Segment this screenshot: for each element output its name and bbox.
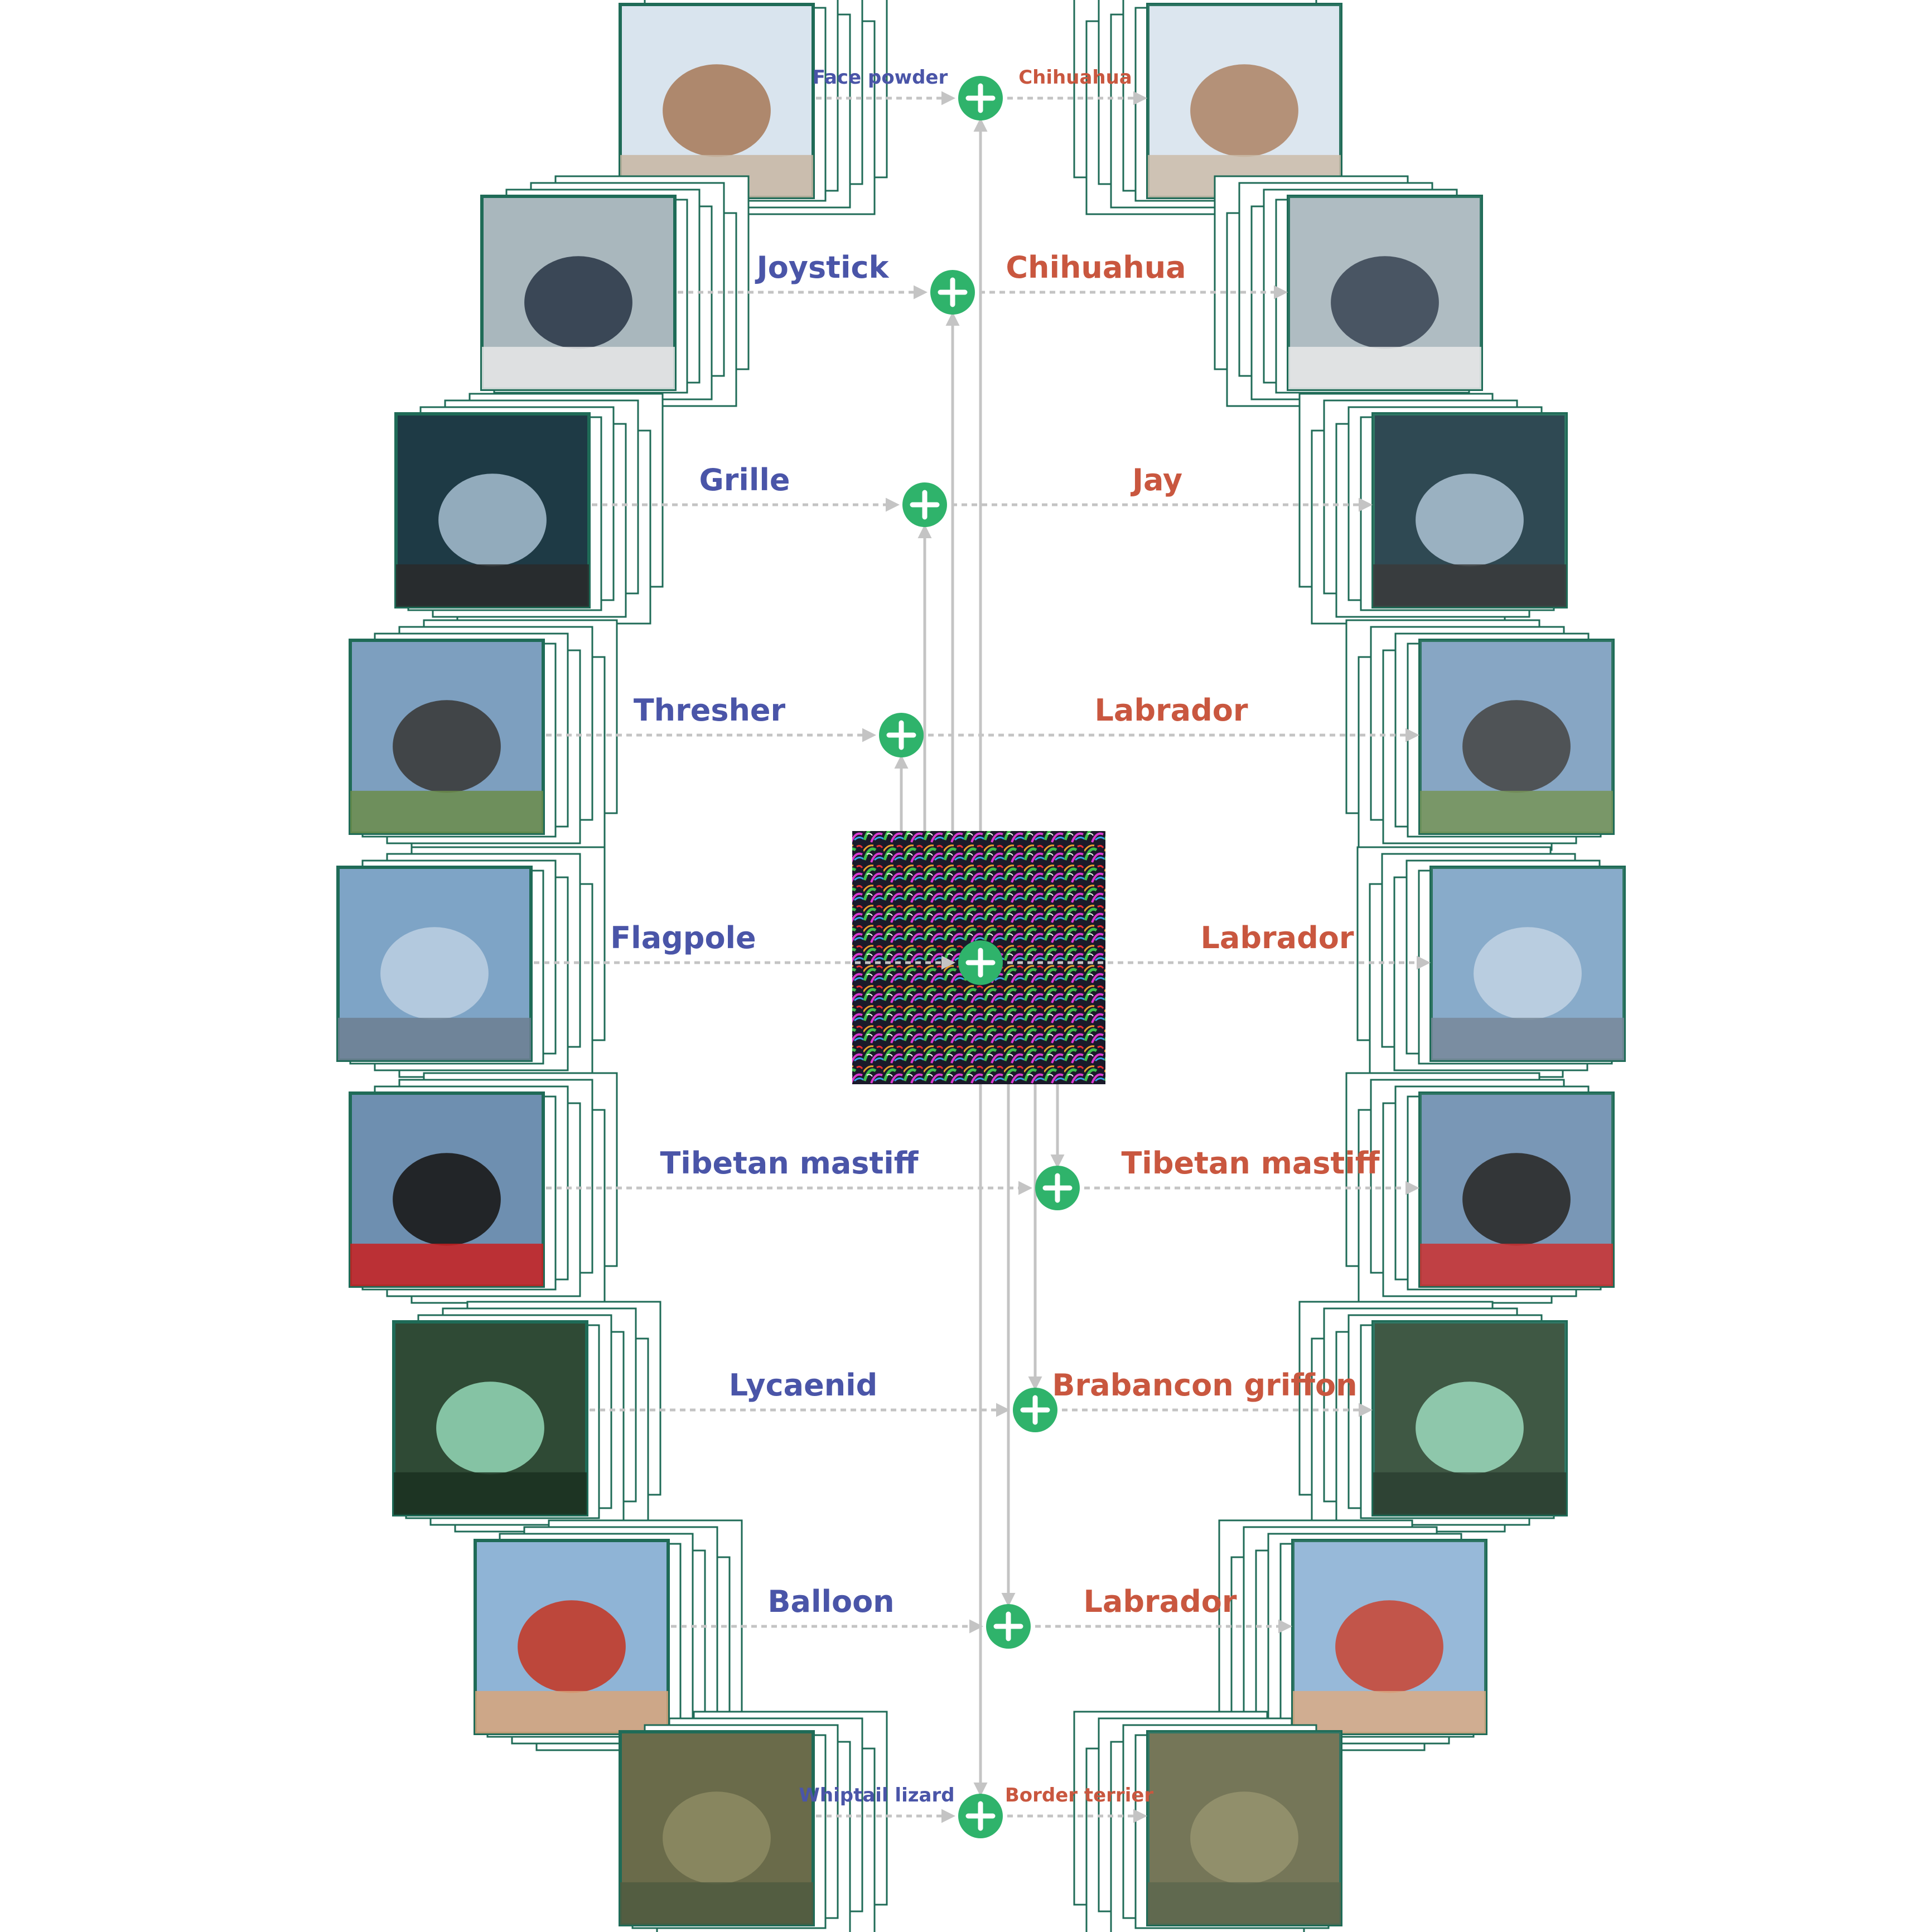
- plus-icon: [965, 948, 996, 978]
- flagpole-image-right-stack: [1356, 846, 1626, 1078]
- classification-row: Thresher Labrador: [546, 693, 1419, 757]
- joystick-image-adversarial: [1287, 195, 1483, 391]
- classification-row: Flagpole Labrador: [534, 920, 1431, 985]
- thresher-image: [349, 639, 545, 835]
- joystick-image: [480, 195, 677, 391]
- perturbed-class-label: Labrador: [1095, 693, 1248, 728]
- lycaenid-image-right-stack: [1298, 1301, 1568, 1533]
- tibetan-mastiff-image-adversarial: [1418, 1091, 1615, 1288]
- face-powder-image-adversarial: [1146, 3, 1342, 199]
- lycaenid-image-left-stack: [392, 1301, 661, 1533]
- face-powder-image-left-stack: [619, 0, 888, 215]
- plus-icon: [938, 277, 968, 307]
- grille-image-right-stack: [1298, 393, 1568, 625]
- original-class-label: Thresher: [634, 693, 786, 728]
- add-perturbation-node: [1035, 1166, 1080, 1210]
- classification-row: Face powder Chihuahua: [813, 66, 1147, 120]
- classification-row: Grille Jay: [592, 462, 1373, 527]
- tibetan-mastiff-image-left-stack: [349, 1072, 618, 1304]
- plus-icon: [886, 720, 916, 750]
- balloon-image-adversarial: [1291, 1539, 1487, 1735]
- perturbed-class-label: Border terrier: [1005, 1784, 1154, 1807]
- perturbed-class-label: Brabancon griffon: [1052, 1368, 1357, 1403]
- perturbed-class-label: Chihuahua: [1006, 250, 1186, 285]
- add-perturbation-node: [958, 1794, 1003, 1838]
- perturbed-class-label: Labrador: [1201, 920, 1354, 955]
- add-perturbation-node: [879, 713, 924, 757]
- classification-row: Joystick Chihuahua: [678, 250, 1288, 315]
- whiptail-lizard-image-right-stack: [1073, 1711, 1342, 1932]
- joystick-image-left-stack: [480, 175, 750, 407]
- original-class-label: Tibetan mastiff: [660, 1146, 919, 1181]
- thresher-image-right-stack: [1345, 619, 1615, 851]
- tibetan-mastiff-image-right-stack: [1345, 1072, 1615, 1304]
- perturbed-class-label: Chihuahua: [1018, 66, 1132, 89]
- lycaenid-image: [392, 1320, 588, 1516]
- whiptail-lizard-image: [619, 1730, 815, 1926]
- classification-row: Whiptail lizard Border terrier: [799, 1784, 1153, 1838]
- grille-image: [394, 412, 591, 608]
- face-powder-image: [619, 3, 815, 199]
- add-perturbation-node: [930, 270, 975, 315]
- balloon-image: [474, 1539, 670, 1735]
- perturbation-connectors: [894, 118, 1065, 1796]
- original-class-label: Lycaenid: [729, 1368, 878, 1403]
- plus-icon: [910, 490, 940, 520]
- image-stacks: [336, 0, 1626, 1932]
- add-perturbation-node: [986, 1604, 1031, 1649]
- original-class-label: Whiptail lizard: [799, 1784, 954, 1807]
- add-perturbation-node: [958, 76, 1003, 120]
- plus-icon: [965, 83, 996, 113]
- balloon-image-right-stack: [1218, 1519, 1487, 1751]
- grille-image-adversarial: [1371, 412, 1568, 608]
- classification-row: Balloon Labrador: [671, 1584, 1292, 1649]
- perturbed-class-label: Labrador: [1084, 1584, 1237, 1619]
- thresher-image-adversarial: [1418, 639, 1615, 835]
- original-class-label: Face powder: [813, 66, 948, 89]
- classification-row: Tibetan mastiff Tibetan mastiff: [546, 1146, 1419, 1210]
- add-perturbation-node: [902, 482, 947, 527]
- original-class-label: Joystick: [755, 250, 890, 285]
- plus-icon: [993, 1611, 1023, 1641]
- grille-image-left-stack: [394, 393, 664, 625]
- plus-icon: [1020, 1395, 1050, 1425]
- original-class-label: Grille: [699, 462, 790, 498]
- flagpole-image-adversarial: [1429, 866, 1626, 1062]
- whiptail-lizard-image-left-stack: [619, 1711, 888, 1932]
- perturbed-class-label: Tibetan mastiff: [1121, 1146, 1380, 1181]
- balloon-image-left-stack: [474, 1519, 743, 1751]
- whiptail-lizard-image-adversarial: [1146, 1730, 1342, 1926]
- plus-icon: [965, 1801, 996, 1831]
- original-class-label: Flagpole: [610, 920, 756, 955]
- thresher-image-left-stack: [349, 619, 618, 851]
- tibetan-mastiff-image: [349, 1091, 545, 1288]
- add-perturbation-node: [958, 940, 1003, 985]
- plus-icon: [1042, 1173, 1073, 1203]
- perturbed-class-label: Jay: [1130, 462, 1182, 498]
- original-class-label: Balloon: [767, 1584, 894, 1619]
- flagpole-image: [336, 866, 533, 1062]
- classification-row: Lycaenid Brabancon griffon: [590, 1368, 1373, 1432]
- lycaenid-image-adversarial: [1371, 1320, 1568, 1516]
- flagpole-image-left-stack: [336, 846, 606, 1078]
- joystick-image-right-stack: [1214, 175, 1483, 407]
- add-perturbation-node: [1013, 1388, 1057, 1432]
